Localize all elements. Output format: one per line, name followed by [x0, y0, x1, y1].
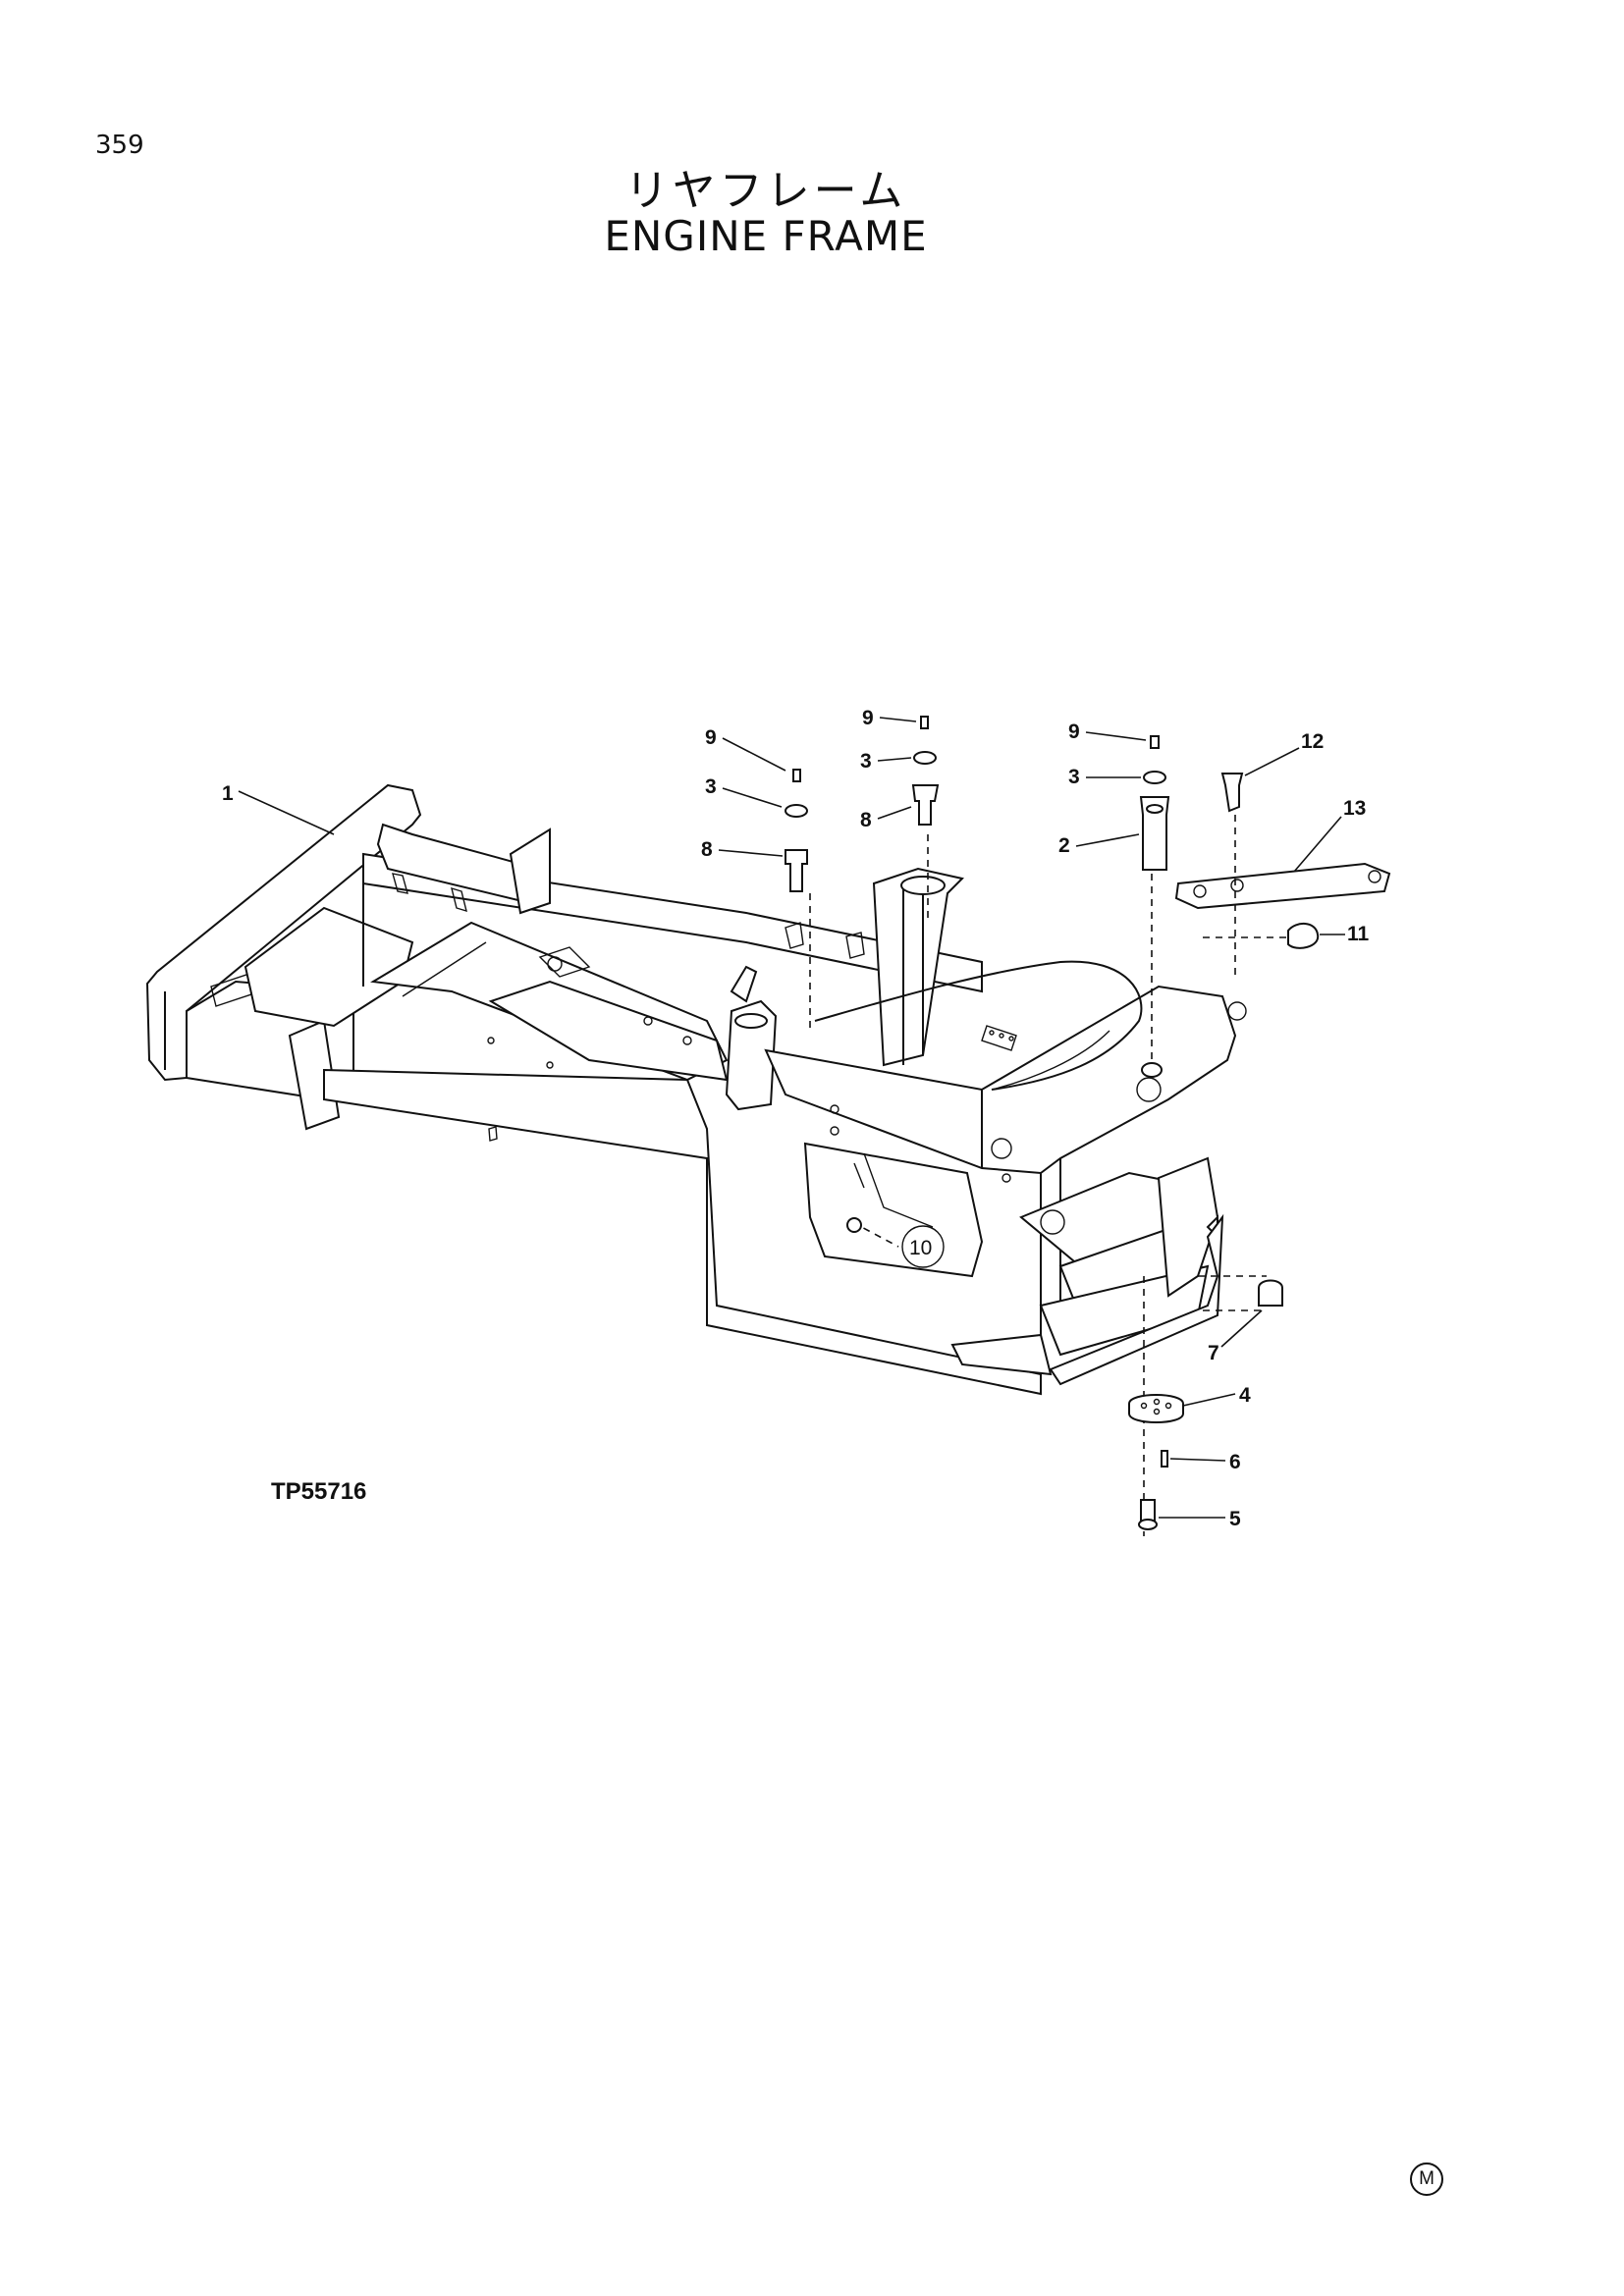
callout-6: 6 [1229, 1451, 1241, 1473]
callout-9: 9 [1068, 721, 1080, 743]
hardware-stack-center [911, 716, 940, 923]
engine-frame-part [145, 783, 1247, 1396]
callout-9: 9 [705, 726, 717, 749]
hardware-stack-left [785, 769, 811, 1031]
drawing-code: TP55716 [271, 1478, 367, 1505]
link-assembly [1174, 773, 1391, 977]
callouts: 1 9 3 8 9 3 8 9 3 2 12 13 11 10 7 4 6 5 [222, 707, 1370, 1530]
callout-11: 11 [1347, 923, 1370, 945]
mount-assembly [1128, 1275, 1283, 1530]
callout-9: 9 [862, 707, 874, 729]
callout-12: 12 [1301, 730, 1324, 753]
callout-8: 8 [701, 838, 713, 861]
callout-5: 5 [1229, 1508, 1241, 1530]
inspection-ring [846, 1217, 899, 1248]
title-japanese: リヤフレーム [624, 166, 907, 216]
callout-7: 7 [1208, 1342, 1219, 1364]
callout-10-circle [901, 1225, 945, 1268]
callout-1: 1 [222, 782, 234, 805]
callout-4: 4 [1239, 1384, 1251, 1407]
callout-2: 2 [1058, 834, 1070, 857]
callout-3: 3 [1068, 766, 1080, 788]
page-number: 359 [95, 131, 144, 160]
callout-8: 8 [860, 809, 872, 831]
callout-13: 13 [1343, 797, 1366, 820]
title-english: ENGINE FRAME [604, 212, 928, 260]
callout-10: 10 [909, 1237, 932, 1259]
callout-3: 3 [860, 750, 872, 773]
callout-3: 3 [705, 775, 717, 798]
corner-mark: M [1410, 2163, 1443, 2196]
